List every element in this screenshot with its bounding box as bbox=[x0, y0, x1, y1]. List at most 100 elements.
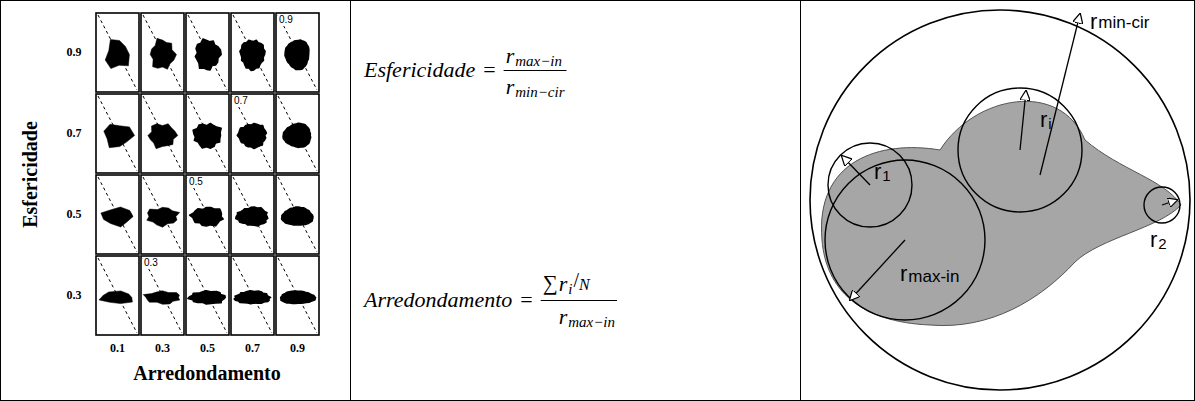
particle-shape bbox=[193, 123, 221, 148]
chart-cell bbox=[141, 175, 184, 254]
formula-subscript: N bbox=[579, 277, 590, 294]
tick-label: 0.7 bbox=[67, 127, 82, 140]
particle-shape bbox=[148, 124, 178, 149]
formula-text: Esfericidade bbox=[364, 58, 475, 81]
fraction-bar bbox=[541, 300, 617, 301]
formula-variable: r bbox=[559, 272, 568, 295]
formula-subscript: i bbox=[568, 282, 572, 298]
particle-shape bbox=[195, 39, 221, 70]
tick-label: 0.5 bbox=[67, 208, 82, 221]
particle-shape bbox=[234, 291, 270, 304]
shape-chart bbox=[96, 13, 319, 335]
table-rule bbox=[350, 0, 351, 401]
corner-circle bbox=[958, 88, 1082, 212]
corner-circle bbox=[1144, 187, 1180, 223]
chart-cell bbox=[276, 175, 319, 254]
chart-cell bbox=[186, 256, 229, 335]
formula-subscript: max−in bbox=[568, 315, 615, 331]
chart-cell bbox=[96, 175, 139, 254]
fraction-bar bbox=[504, 70, 567, 71]
diagonal-guide bbox=[98, 15, 137, 90]
formula-variable: r bbox=[559, 305, 568, 328]
radius-subscript: 1 bbox=[882, 168, 890, 184]
particle-shape bbox=[282, 207, 314, 225]
radius-subscript: min-cir bbox=[1098, 14, 1149, 32]
radius-arrow bbox=[1162, 200, 1177, 205]
chart-cell bbox=[276, 13, 319, 92]
particle-shape bbox=[190, 207, 224, 226]
cell-label: 0.3 bbox=[143, 258, 159, 269]
diagonal-guide bbox=[143, 177, 182, 252]
diagonal-guide bbox=[143, 96, 182, 171]
table-rule bbox=[800, 0, 801, 401]
tick-label: 0.3 bbox=[67, 289, 82, 302]
radius-label: r bbox=[1150, 228, 1157, 251]
axis-title: Esfericidade bbox=[20, 121, 41, 228]
diagonal-guide bbox=[98, 96, 137, 171]
chart-cell bbox=[96, 256, 139, 335]
radius-label: r bbox=[1090, 10, 1097, 33]
particle-shape bbox=[104, 124, 135, 147]
particle-shape bbox=[281, 291, 316, 304]
tick-label: 0.9 bbox=[67, 46, 82, 59]
cell-label: 0.7 bbox=[233, 96, 249, 107]
chart-cell bbox=[231, 13, 274, 92]
cell-label: 0.5 bbox=[188, 177, 204, 188]
radius-subscript: i bbox=[1048, 116, 1051, 132]
tick-label: 0.9 bbox=[290, 342, 305, 355]
diagonal-guide bbox=[278, 96, 317, 171]
particle-shape bbox=[283, 123, 311, 147]
chart-cell bbox=[96, 13, 139, 92]
formula-symbol: / bbox=[573, 270, 579, 291]
diagonal-guide bbox=[98, 258, 137, 333]
chart-cell bbox=[186, 175, 229, 254]
tick-label: 0.3 bbox=[155, 342, 170, 355]
diagonal-guide bbox=[143, 258, 182, 333]
particle-shape bbox=[99, 291, 132, 304]
diagonal-guide bbox=[233, 96, 272, 171]
chart-cell bbox=[96, 94, 139, 173]
formula-symbol: ∑ bbox=[543, 272, 558, 294]
tick-label: 0.5 bbox=[200, 342, 215, 355]
chart-cell bbox=[141, 94, 184, 173]
diagonal-guide bbox=[188, 96, 227, 171]
chart-cell bbox=[276, 94, 319, 173]
formula-text: Arredondamento bbox=[364, 288, 512, 311]
corner-circle bbox=[828, 143, 912, 227]
particle-shape bbox=[237, 123, 266, 148]
chart-cell bbox=[186, 94, 229, 173]
diagonal-guide bbox=[278, 15, 317, 90]
axis-title: Arredondamento bbox=[133, 363, 280, 384]
particle-shape bbox=[236, 207, 268, 226]
circumscribed-circle bbox=[810, 10, 1190, 390]
diagonal-guide bbox=[278, 177, 317, 252]
tick-label: 0.7 bbox=[245, 342, 260, 355]
diagonal-guide bbox=[278, 258, 317, 333]
diagonal-guide bbox=[233, 177, 272, 252]
formula-subscript: max−in bbox=[515, 54, 562, 70]
chart-cell bbox=[141, 256, 184, 335]
chart-cell bbox=[231, 175, 274, 254]
particle-shape bbox=[147, 207, 180, 227]
radius-subscript: max-in bbox=[908, 268, 959, 286]
particle-shape bbox=[188, 291, 225, 304]
diagonal-guide bbox=[143, 15, 182, 90]
diagonal-guide bbox=[188, 15, 227, 90]
radius-arrow bbox=[850, 240, 905, 300]
formula-subscript: min−cir bbox=[515, 85, 564, 101]
diagonal-guide bbox=[233, 258, 272, 333]
radius-label: r bbox=[874, 160, 881, 183]
particle-shape bbox=[285, 40, 309, 70]
particle-shape bbox=[240, 40, 265, 70]
radius-arrow bbox=[1040, 14, 1080, 175]
diagonal-guide bbox=[233, 15, 272, 90]
radius-subscript: 2 bbox=[1158, 236, 1166, 252]
particle-outline bbox=[821, 101, 1181, 325]
formula-symbol: = bbox=[520, 288, 532, 311]
particle-shape bbox=[105, 40, 129, 69]
particle-shape bbox=[101, 207, 133, 227]
chart-cell bbox=[231, 256, 274, 335]
chart-cell bbox=[231, 94, 274, 173]
